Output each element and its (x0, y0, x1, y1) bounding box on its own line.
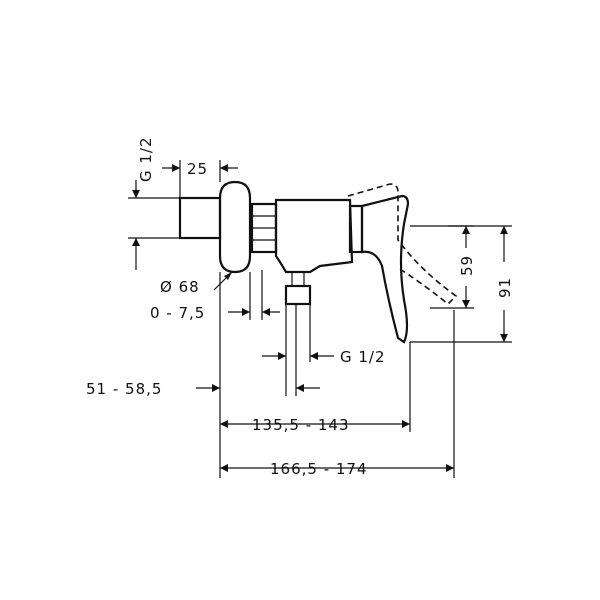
dimension-lines (128, 160, 512, 478)
label-range-0-7-5: 0 - 7,5 (150, 304, 205, 322)
label-length-2: 166,5 - 174 (270, 460, 368, 478)
label-diameter: Ø 68 (160, 278, 200, 296)
outlet-spout (284, 284, 312, 306)
label-thread-outlet: G 1/2 (340, 348, 386, 366)
label-length-1: 135,5 - 143 (252, 416, 350, 434)
label-wall-offset: 51 - 58,5 (86, 380, 162, 398)
label-thread-inlet: G 1/2 (137, 136, 155, 182)
valve-body (274, 198, 354, 274)
mixer-body (178, 180, 458, 344)
lever-handle (360, 194, 410, 344)
wall-rosette (218, 180, 252, 274)
label-height-59: 59 (458, 255, 476, 276)
label-height-91: 91 (496, 277, 514, 298)
label-depth-25: 25 (187, 160, 208, 178)
inlet-pipe (178, 196, 222, 240)
lever-handle-alt-position (347, 183, 458, 306)
